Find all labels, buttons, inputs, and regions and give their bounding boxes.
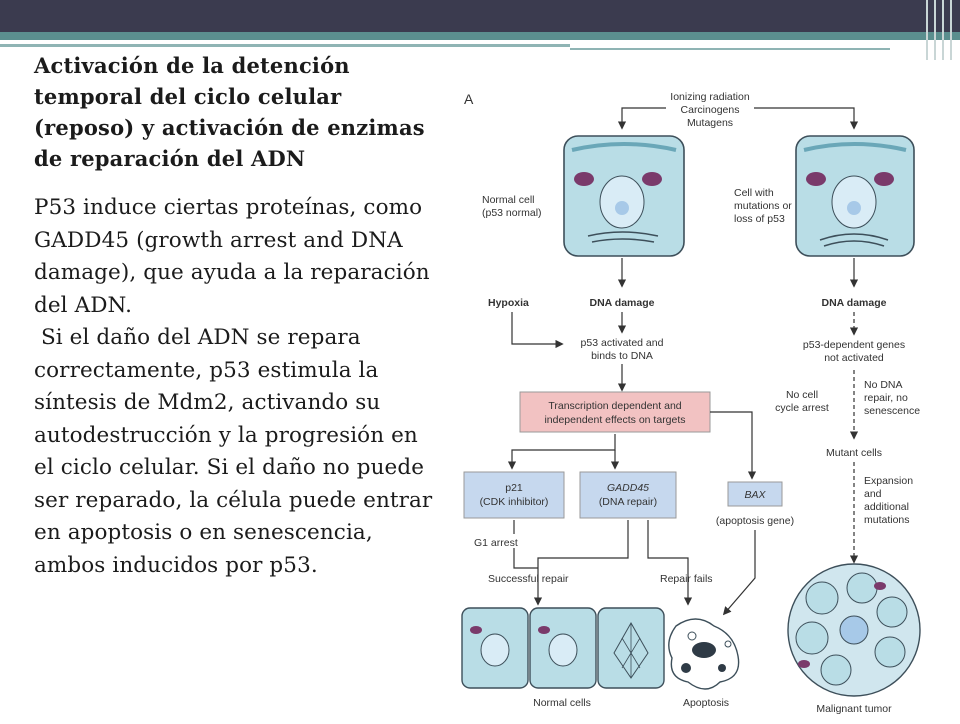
cell-arrows <box>617 258 859 288</box>
no-arrest-label: No cell cycle arrest <box>775 389 829 414</box>
svg-text:senescence: senescence <box>864 405 920 417</box>
svg-text:Carcinogens: Carcinogens <box>681 104 740 116</box>
svg-text:(p53 normal): (p53 normal) <box>482 207 542 219</box>
svg-text:Normal cell: Normal cell <box>482 194 535 206</box>
normal-cells-icon <box>461 607 665 689</box>
normal-cells-label: Normal cells <box>533 697 591 709</box>
p53-pathway-diagram: A Ionizing radiation Carcinogens Mutagen… <box>452 78 942 720</box>
branch-arrows <box>507 411 757 480</box>
dna-damage-label: DNA damage <box>822 297 887 309</box>
svg-text:mutations: mutations <box>864 514 910 526</box>
svg-text:Ionizing radiation: Ionizing radiation <box>670 91 750 103</box>
svg-text:BAX: BAX <box>744 489 766 501</box>
svg-text:Expansion: Expansion <box>864 475 913 487</box>
divider-line <box>0 44 570 47</box>
title-bar <box>0 0 960 32</box>
svg-text:p53-dependent genes: p53-dependent genes <box>803 339 905 351</box>
gadd45-box: GADD45 (DNA repair) <box>579 471 677 519</box>
g1-arrest-label: G1 arrest <box>474 537 518 549</box>
p21-box: p21 (CDK inhibitor) <box>463 471 565 519</box>
svg-text:p21: p21 <box>505 482 523 494</box>
svg-text:No DNA: No DNA <box>864 379 903 391</box>
svg-text:independent effects on targets: independent effects on targets <box>544 414 685 426</box>
divider-line <box>570 48 890 50</box>
panel-letter: A <box>464 91 474 107</box>
svg-text:not activated: not activated <box>824 352 884 364</box>
svg-text:additional: additional <box>864 501 909 513</box>
pathway-arrows <box>511 312 859 440</box>
slide-heading: Activación de la detención temporal del … <box>34 53 425 171</box>
transcription-box: Transcription dependent and independent … <box>519 391 711 433</box>
svg-text:cycle arrest: cycle arrest <box>775 402 829 414</box>
apoptosis-icon <box>668 618 740 690</box>
stimuli-arrows <box>617 107 859 130</box>
svg-text:No cell: No cell <box>786 389 818 401</box>
title-bar-accent <box>0 32 960 40</box>
normal-cell-label: Normal cell (p53 normal) <box>482 194 542 219</box>
no-repair-label: No DNA repair, no senescence <box>864 379 920 417</box>
p53-not-activated-label: p53-dependent genes not activated <box>803 339 905 364</box>
mutant-cells-label: Mutant cells <box>826 447 882 459</box>
outcome-arrows <box>513 520 756 616</box>
corner-ornament <box>920 0 960 60</box>
svg-text:binds to DNA: binds to DNA <box>591 350 653 362</box>
svg-text:repair, no: repair, no <box>864 392 908 404</box>
normal-cell-icon <box>563 135 685 257</box>
malignant-tumor-icon <box>787 563 921 697</box>
svg-text:and: and <box>864 488 882 500</box>
hypoxia-label: Hypoxia <box>488 297 529 309</box>
malignant-tumor-label: Malignant tumor <box>816 703 892 715</box>
paragraph-gadd45: P53 induce ciertas proteínas, como GADD4… <box>34 195 430 318</box>
dna-damage-label: DNA damage <box>590 297 655 309</box>
repair-fails-label: Repair fails <box>660 573 713 585</box>
slide-text: Activación de la detención temporal del … <box>34 50 444 582</box>
svg-text:GADD45: GADD45 <box>607 482 649 494</box>
svg-text:(DNA repair): (DNA repair) <box>599 496 657 508</box>
svg-text:mutations or: mutations or <box>734 200 792 212</box>
bax-sub-label: (apoptosis gene) <box>716 515 794 527</box>
svg-text:Mutagens: Mutagens <box>687 117 733 129</box>
paragraph-repair-outcome: Si el daño del ADN se repara correctamen… <box>34 325 440 578</box>
p53-activated-label: p53 activated and binds to DNA <box>581 337 664 362</box>
successful-repair-label: Successful repair <box>488 573 569 585</box>
mutant-cell-icon <box>795 135 915 257</box>
svg-text:loss of p53: loss of p53 <box>734 213 785 225</box>
stimuli-label: Ionizing radiation Carcinogens Mutagens <box>670 91 750 129</box>
svg-text:(CDK inhibitor): (CDK inhibitor) <box>480 496 549 508</box>
mutant-cell-label: Cell with mutations or loss of p53 <box>734 187 792 225</box>
svg-text:Transcription dependent and: Transcription dependent and <box>548 400 681 412</box>
expansion-label: Expansion and additional mutations <box>864 475 913 526</box>
bax-box: BAX <box>727 481 783 507</box>
apoptosis-label: Apoptosis <box>683 697 729 709</box>
svg-text:p53 activated and: p53 activated and <box>581 337 664 349</box>
svg-text:Cell with: Cell with <box>734 187 774 199</box>
